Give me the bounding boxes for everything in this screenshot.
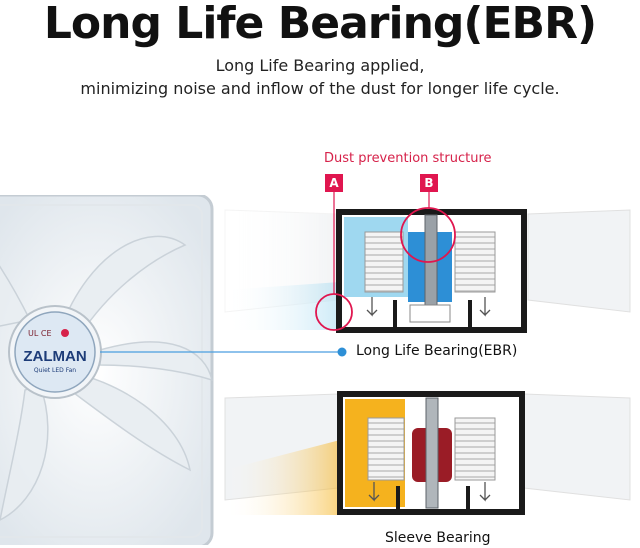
sleeve-bearing-label: Sleeve Bearing bbox=[385, 530, 491, 546]
cert-marks: UL CE bbox=[28, 329, 52, 338]
dust-prevention-label: Dust prevention structure bbox=[324, 151, 492, 166]
marker-a: A bbox=[325, 174, 343, 192]
subtitle-line-2: minimizing noise and inflow of the dust … bbox=[80, 79, 560, 98]
ebr-label: Long Life Bearing(EBR) bbox=[356, 343, 518, 359]
fan-image: UL CE ZALMAN Quiet LED Fan bbox=[0, 195, 214, 545]
marker-b-circle bbox=[400, 207, 456, 263]
page-subtitle: Long Life Bearing applied, minimizing no… bbox=[0, 54, 640, 100]
sleeve-diagram bbox=[224, 391, 631, 515]
fan-model: Quiet LED Fan bbox=[34, 367, 76, 374]
subtitle-line-1: Long Life Bearing applied, bbox=[215, 56, 425, 75]
fan-brand: ZALMAN bbox=[23, 348, 86, 365]
page-title: Long Life Bearing(EBR) bbox=[43, 0, 597, 49]
marker-b: B bbox=[420, 174, 438, 192]
callout-dot bbox=[337, 347, 347, 357]
ebr-diagram bbox=[224, 192, 631, 333]
